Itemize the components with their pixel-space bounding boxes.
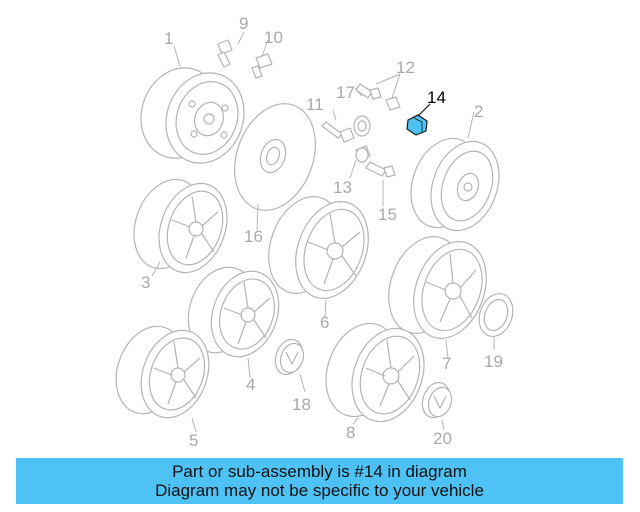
part-label-4[interactable]: 4 (246, 375, 256, 394)
part-label-20[interactable]: 20 (433, 429, 452, 448)
steel-wheel-part-1[interactable] (129, 57, 257, 174)
parts-diagram: 1 2 3 4 5 6 7 8 9 10 11 12 13 14 15 16 1… (105, 14, 518, 450)
part-label-5[interactable]: 5 (189, 431, 199, 450)
part-label-8[interactable]: 8 (346, 423, 356, 442)
alloy-wheel-part-7[interactable] (376, 226, 499, 348)
center-cap-part-18[interactable] (271, 336, 308, 379)
valve-stem-part-10[interactable] (251, 53, 273, 79)
lock-bolt-part-12[interactable] (353, 83, 401, 137)
alloy-wheel-part-8[interactable] (314, 313, 437, 431)
diagram-drawing (105, 31, 518, 433)
part-label-11[interactable]: 11 (306, 95, 324, 114)
part-label-19[interactable]: 19 (484, 352, 503, 371)
leader-line-14 (417, 103, 431, 117)
wheel-nut-part-14[interactable] (406, 114, 428, 136)
steel-wheel-part-2[interactable] (399, 129, 511, 240)
part-label-10[interactable]: 10 (264, 28, 283, 47)
trim-ring-part-19[interactable] (473, 289, 518, 341)
part-label-1[interactable]: 1 (164, 29, 174, 48)
part-label-12[interactable]: 12 (396, 58, 415, 77)
alloy-wheel-part-5[interactable] (105, 317, 221, 427)
banner-line-disclaimer: Diagram may not be specific to your vehi… (155, 481, 484, 500)
part-label-6[interactable]: 6 (320, 313, 330, 332)
tool-part-15[interactable] (365, 161, 396, 178)
part-label-3[interactable]: 3 (141, 273, 151, 292)
part-label-2[interactable]: 2 (474, 102, 484, 121)
valve-stem-part-9[interactable] (217, 39, 233, 68)
alloy-wheel-part-6[interactable] (256, 186, 381, 308)
part-label-18[interactable]: 18 (292, 395, 311, 414)
wheel-cover-part-16[interactable] (220, 92, 329, 221)
part-label-7[interactable]: 7 (442, 354, 452, 373)
alloy-wheel-part-4[interactable] (177, 258, 290, 367)
alloy-wheel-part-3[interactable] (122, 170, 239, 282)
adapter-part-13[interactable] (355, 145, 371, 163)
part-label-16[interactable]: 16 (244, 227, 263, 246)
part-label-13[interactable]: 13 (333, 178, 352, 197)
part-label-17[interactable]: 17 (336, 83, 355, 102)
banner-line-part-number: Part or sub-assembly is #14 in diagram (172, 462, 467, 481)
wheel-bolt-part-11[interactable] (321, 121, 355, 143)
center-cap-part-20[interactable] (418, 379, 456, 422)
part-label-15[interactable]: 15 (378, 205, 397, 224)
part-label-14[interactable]: 14 (427, 88, 446, 107)
part-label-9[interactable]: 9 (239, 14, 249, 33)
info-banner: Part or sub-assembly is #14 in diagram D… (16, 458, 623, 504)
